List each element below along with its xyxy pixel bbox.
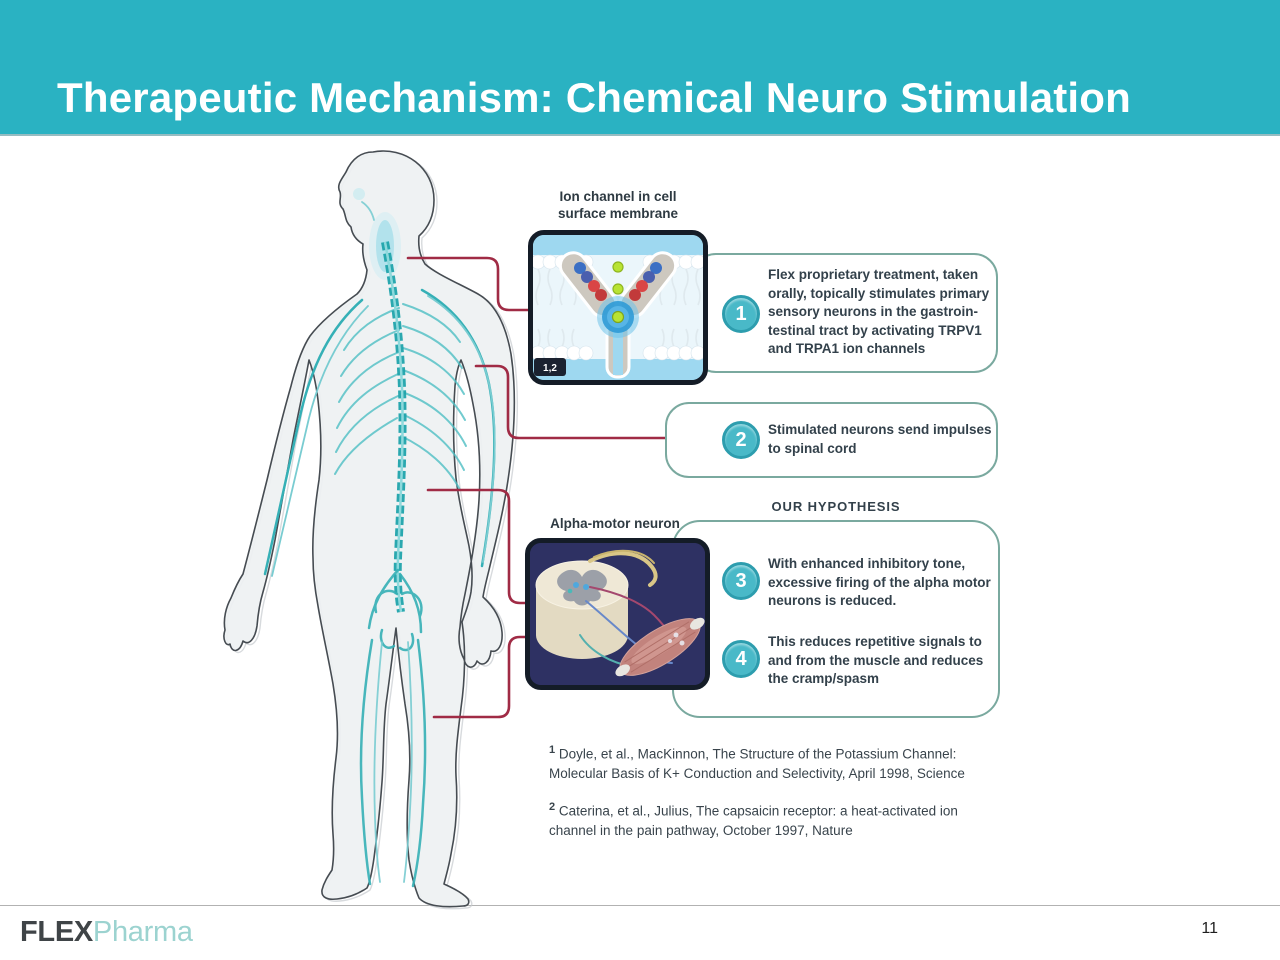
step-4-text: This reduces repetitive signals to and f… [768, 634, 984, 686]
page-number: 11 [1201, 920, 1218, 937]
step-2-text: Stimulated neurons send impulses to spin… [768, 422, 992, 456]
ion-channel-inset-image: 1,2 [528, 230, 708, 385]
spinal-cord-section-graphic [535, 560, 629, 659]
connector-leg-to-alpha-inset [432, 635, 531, 719]
citation-badge-text: 1,2 [543, 363, 557, 374]
step-1-text: Flex proprietary treatment, taken orally… [768, 267, 990, 356]
reference-1-marker: 1 [549, 744, 556, 756]
reference-1: 1 Doyle, et al., MacKinnon, The Structur… [549, 741, 1001, 784]
footer-divider [0, 905, 1280, 906]
title-bar: Therapeutic Mechanism: Chemical Neuro St… [0, 0, 1280, 136]
hypothesis-callout-box [672, 520, 1000, 718]
body-shadow-outline [226, 152, 518, 910]
alpha-motor-neuron-label: Alpha-motor neuron [550, 516, 680, 531]
connector-hip-to-alpha-inset [426, 488, 531, 605]
nervous-system-graphic [263, 188, 496, 888]
logo-pharma-text: Pharma [92, 916, 193, 948]
step-3-badge: 3 [722, 562, 760, 600]
synapse-graphic [668, 632, 685, 646]
step-1-badge: 1 [722, 295, 760, 333]
ion-channel-label-line1: Ion channel in cell [559, 189, 677, 204]
human-body-figure [223, 150, 518, 910]
reference-1-text: Doyle, et al., MacKinnon, The Structure … [549, 746, 965, 782]
ion-channel-label-line2: surface membrane [557, 206, 679, 221]
body-outline [223, 150, 516, 908]
logo-flex-text: FLEX [20, 916, 93, 948]
reference-2: 2 Caterina, et al., Julius, The capsaici… [549, 798, 1001, 841]
hypothesis-heading: OUR HYPOTHESIS [771, 499, 901, 514]
step-3-text: With enhanced inhibitory tone, excessive… [768, 556, 991, 608]
connector-neck-to-ion-inset [406, 256, 534, 312]
citation-badge: 1,2 [534, 358, 566, 376]
step-4-badge: 4 [722, 640, 760, 678]
channel-protein-graphic [558, 251, 678, 379]
muscle-graphic [615, 617, 705, 677]
alpha-motor-neuron-inset-image [525, 538, 710, 690]
page-title: Therapeutic Mechanism: Chemical Neuro St… [57, 74, 1132, 121]
step-2-callout-box [665, 402, 998, 478]
reference-2-marker: 2 [549, 801, 556, 813]
ion-channel-label: Ion channel in cell surface membrane [528, 188, 708, 222]
step-2-badge: 2 [722, 421, 760, 459]
reference-2-text: Caterina, et al., Julius, The capsaicin … [549, 803, 958, 839]
flexpharma-logo: FLEXPharma [20, 916, 193, 949]
